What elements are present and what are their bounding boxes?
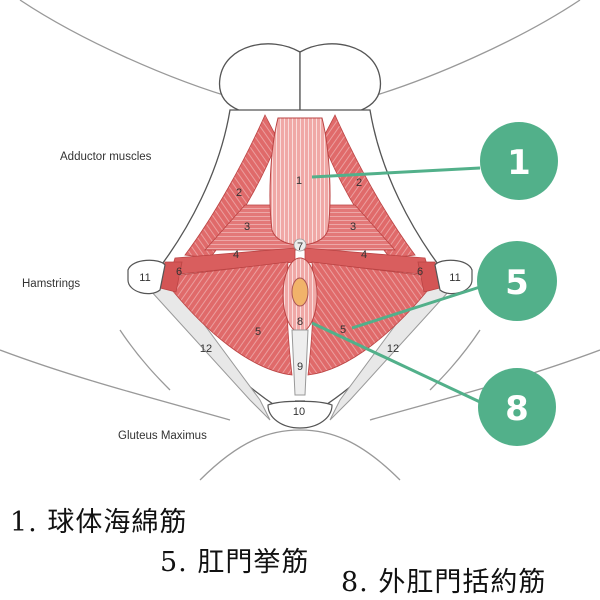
num-11-left: 11 bbox=[139, 272, 150, 284]
body-outline bbox=[0, 0, 600, 481]
num-2-left: 2 bbox=[236, 187, 242, 199]
num-5-left: 5 bbox=[255, 326, 261, 338]
num-5-right: 5 bbox=[340, 324, 346, 336]
num-9: 9 bbox=[297, 361, 303, 373]
badge-8: 8 bbox=[478, 368, 556, 446]
num-4-left: 4 bbox=[233, 249, 239, 261]
num-1: 1 bbox=[296, 175, 302, 187]
num-10: 10 bbox=[293, 406, 305, 418]
badge-5-text: 5 bbox=[505, 263, 529, 303]
caption-5: 5. 肛門挙筋 bbox=[160, 547, 310, 578]
num-3-right: 3 bbox=[350, 221, 356, 233]
num-3-left: 3 bbox=[244, 221, 250, 233]
badge-8-text: 8 bbox=[505, 389, 529, 429]
num-11-right: 11 bbox=[449, 272, 460, 284]
pointer-lines bbox=[311, 166, 481, 404]
num-8: 8 bbox=[297, 316, 303, 328]
num-12-right: 12 bbox=[387, 343, 399, 355]
badge-1-text: 1 bbox=[507, 143, 531, 183]
anococcygeal-ligament bbox=[291, 329, 309, 396]
num-2-right: 2 bbox=[356, 177, 362, 189]
num-4-right: 4 bbox=[361, 249, 367, 261]
num-6-right: 6 bbox=[417, 266, 423, 278]
num-6-left: 6 bbox=[176, 266, 182, 278]
label-adductor: Adductor muscles bbox=[60, 151, 152, 163]
ischial-tuberosity-left bbox=[127, 259, 166, 295]
caption-1: 1. 球体海綿筋 bbox=[10, 507, 188, 538]
badge-5: 5 bbox=[477, 241, 557, 321]
label-hamstrings: Hamstrings bbox=[22, 278, 80, 290]
label-gluteus: Gluteus Maximus bbox=[118, 430, 207, 442]
num-7: 7 bbox=[297, 241, 303, 253]
caption-8: 8. 外肛門括約筋 bbox=[341, 567, 547, 598]
scrotum-shape bbox=[218, 43, 382, 117]
badge-1: 1 bbox=[480, 122, 558, 200]
anus bbox=[291, 277, 309, 307]
ischial-tuberosity-right bbox=[434, 259, 473, 295]
perineal-body bbox=[293, 238, 307, 252]
num-12-left: 12 bbox=[200, 343, 212, 355]
